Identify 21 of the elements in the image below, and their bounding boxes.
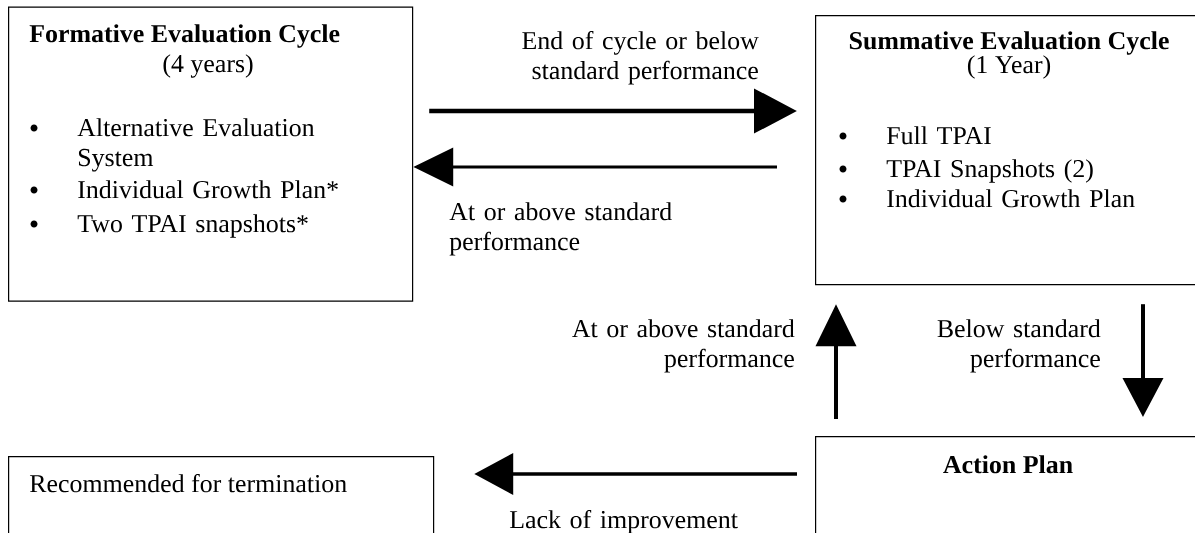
- box-text: Recommended for termination: [29, 473, 347, 493]
- box-title: Formative Evaluation Cycle: [29, 24, 340, 48]
- bullet-item: TPAI Snapshots (2): [839, 159, 1093, 183]
- edge-label: End of cycle or below standard performance: [522, 30, 759, 85]
- process-box: [815, 436, 1195, 533]
- edge-label: Below standard performance: [937, 319, 1101, 373]
- edge-label: At or above standard performance: [572, 319, 795, 373]
- edge-label: At or above standard performance: [449, 202, 672, 256]
- edge-label: Lack of improvement: [509, 509, 738, 533]
- process-box: [815, 15, 1195, 286]
- bullet-item: Alternative Evaluation System: [30, 118, 315, 172]
- process-box: [8, 6, 414, 302]
- box-title: Action Plan: [943, 455, 1073, 474]
- box-title: Summative Evaluation Cycle: [849, 31, 1169, 55]
- bullet-item: Individual Growth Plan*: [30, 180, 338, 199]
- bullet-item: Individual Growth Plan: [839, 189, 1135, 208]
- process-box: [8, 456, 435, 533]
- box-subtitle: (1 Year): [967, 55, 1051, 79]
- bullet-item: Full TPAI: [839, 126, 991, 145]
- box-subtitle: (4 years): [163, 54, 253, 78]
- bullet-item: Two TPAI snapshots*: [30, 214, 308, 238]
